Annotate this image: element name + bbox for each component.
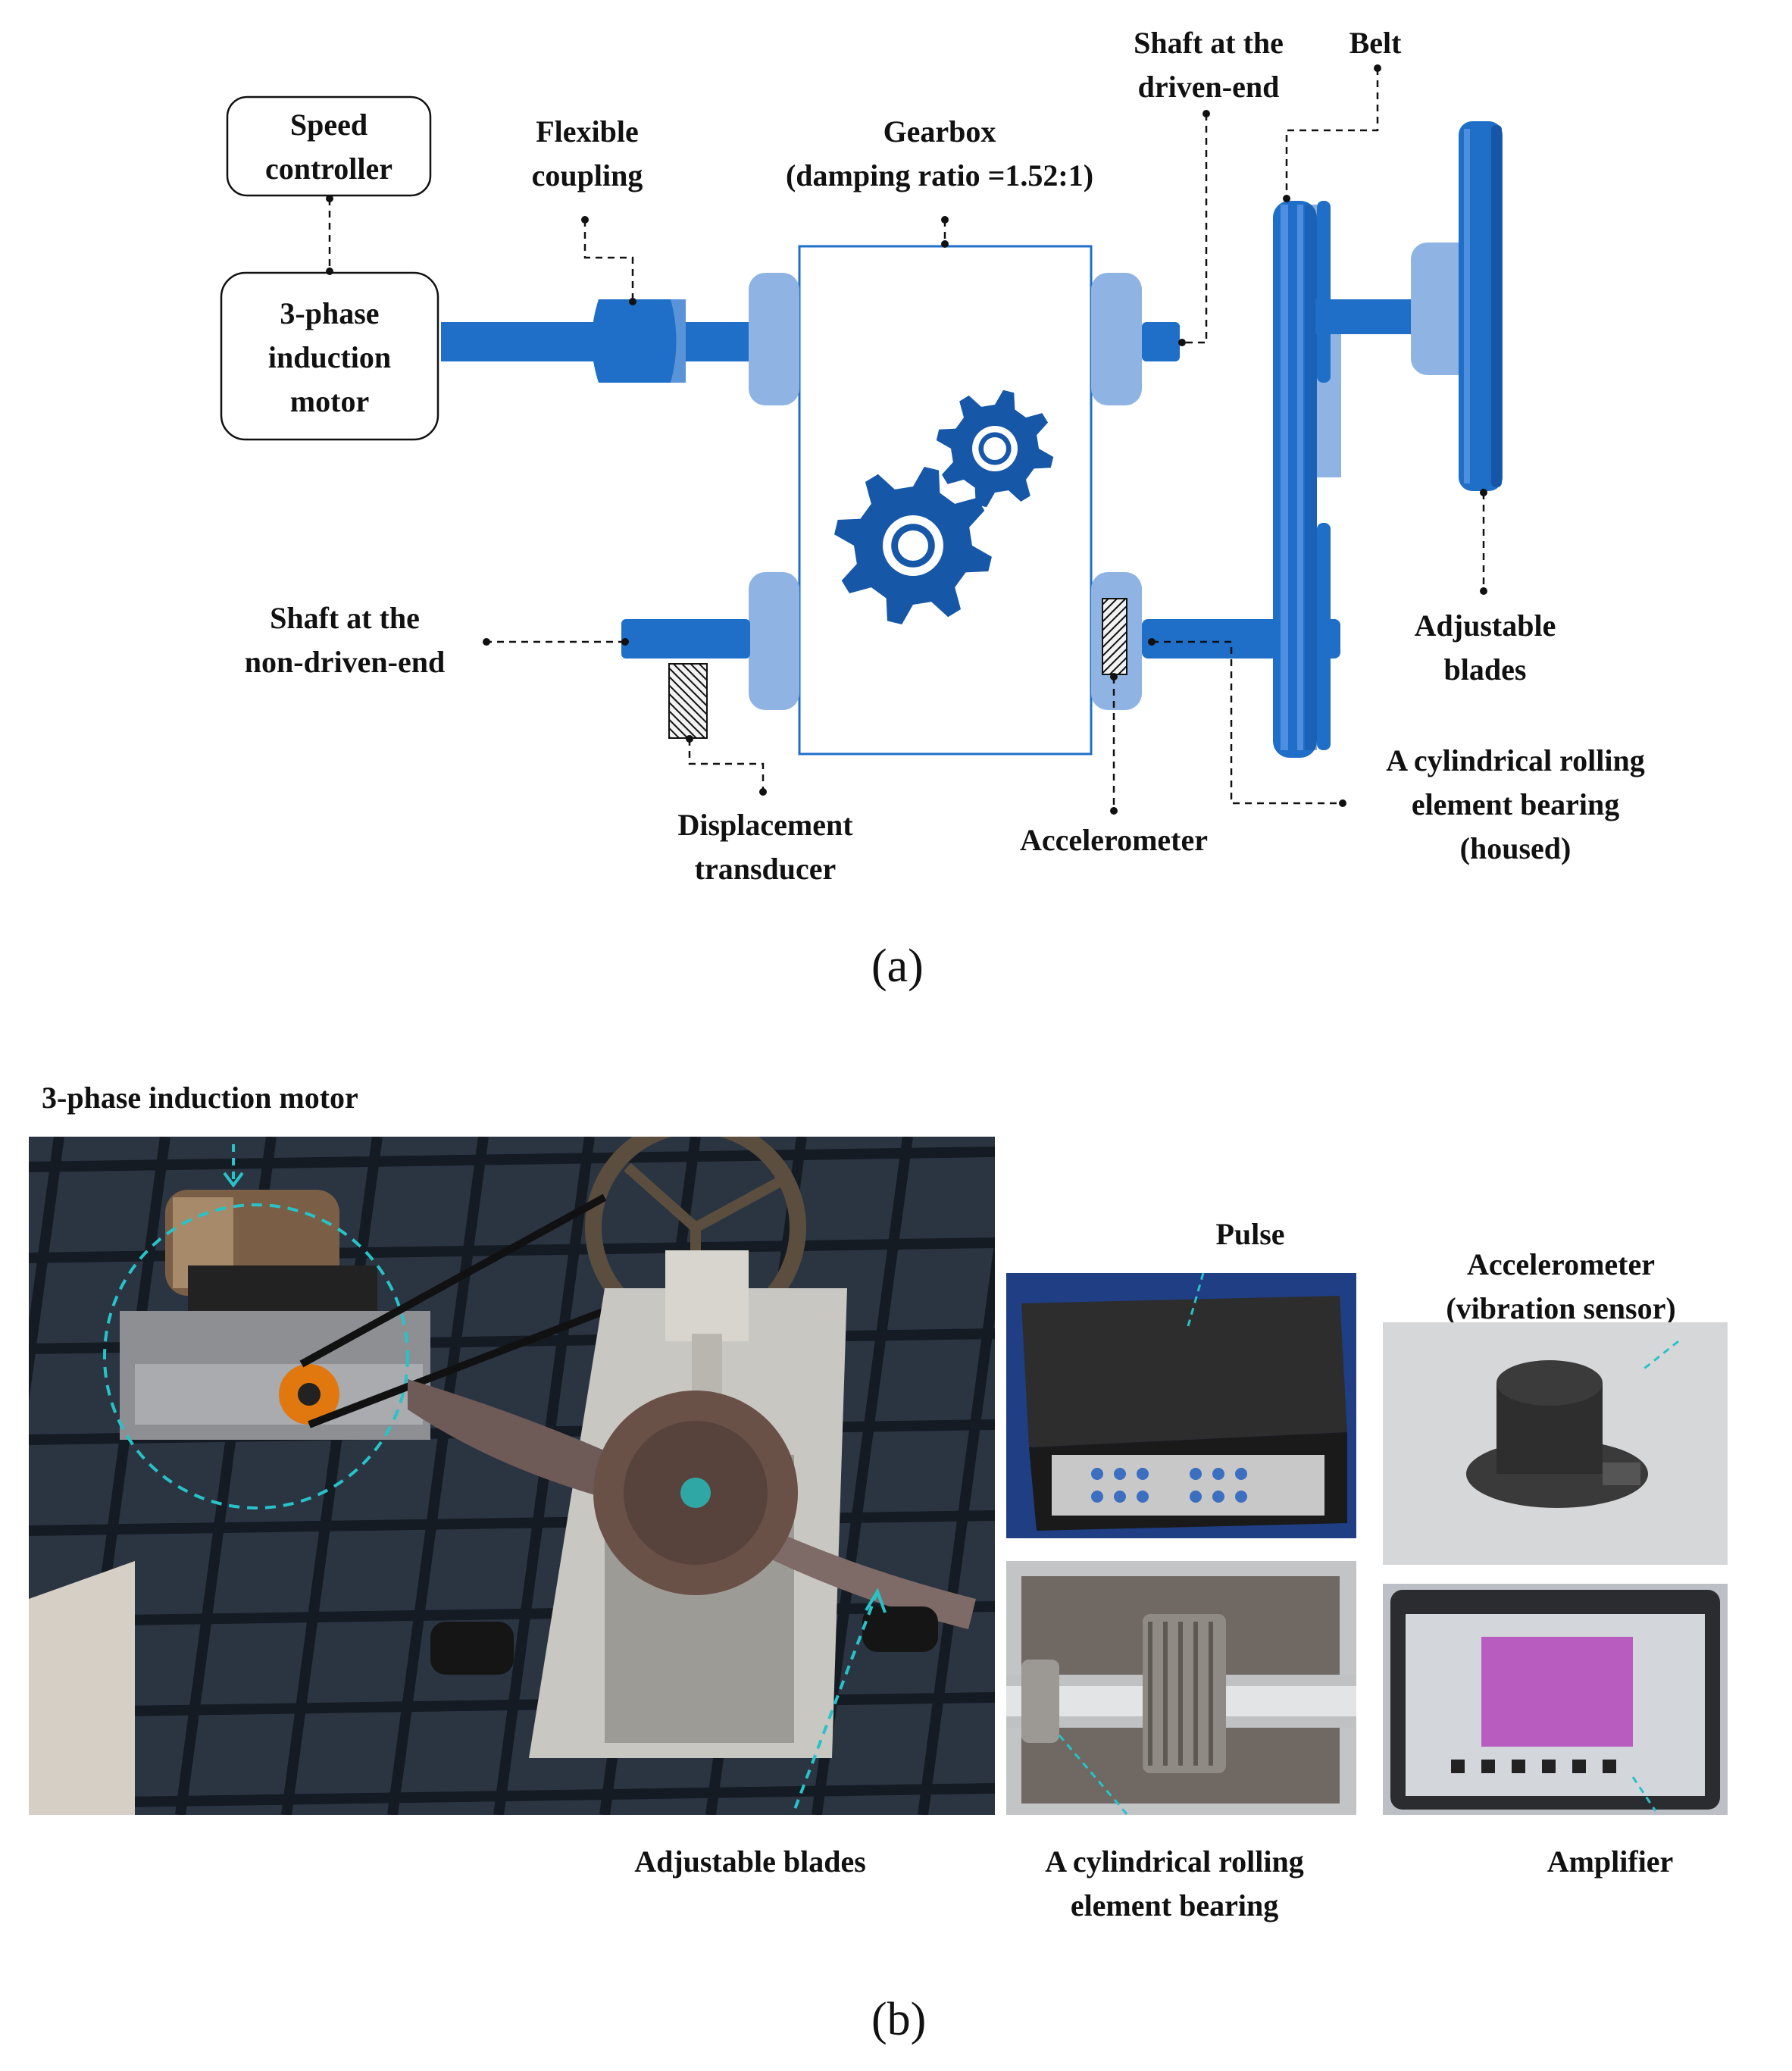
housing-bottom-left bbox=[749, 572, 799, 710]
motor-highlight-circle bbox=[103, 1203, 409, 1509]
label-accelerometer-a: Accelerometer bbox=[1020, 823, 1208, 857]
amplifier-photo bbox=[1383, 1584, 1728, 1815]
schematic-diagram bbox=[220, 64, 1503, 815]
label-belt: Belt bbox=[1349, 26, 1402, 60]
label-amplifier: Amplifier bbox=[1546, 1844, 1674, 1879]
housing-top-left bbox=[749, 273, 799, 405]
belt-pulley-system bbox=[1273, 201, 1341, 758]
label-accelerometer-b: Accelerometer(vibration sensor) bbox=[1446, 1247, 1676, 1325]
bearing-photo bbox=[1006, 1561, 1356, 1815]
displacement-transducer-sensor bbox=[668, 663, 708, 739]
accelerometer-photo bbox=[1383, 1322, 1728, 1565]
label-adjustable-blades-b: Adjustable blades bbox=[634, 1844, 866, 1879]
leader-lines bbox=[328, 68, 1485, 811]
blade-shaft bbox=[1315, 299, 1411, 334]
panel-b-label: (b) bbox=[871, 1994, 927, 2045]
label-pulse: Pulse bbox=[1215, 1217, 1285, 1251]
driven-end-shaft bbox=[1142, 322, 1180, 361]
housing-top-right bbox=[1091, 273, 1142, 405]
gear-small-icon bbox=[936, 389, 1054, 508]
non-driven-end-shaft bbox=[621, 619, 750, 659]
leader-dots bbox=[326, 64, 1487, 815]
test-rig-photo bbox=[29, 1137, 995, 1815]
panel-a-label: (a) bbox=[871, 940, 924, 992]
label-motor-b: 3-phase induction motor bbox=[42, 1081, 358, 1115]
pulse-photo bbox=[1006, 1273, 1356, 1538]
accelerometer-sensor bbox=[1102, 598, 1127, 675]
adjustable-blades-disc bbox=[1459, 121, 1503, 491]
flexible-coupling bbox=[592, 299, 686, 383]
label-gearbox: Gearbox(damping ratio =1.52:1) bbox=[785, 114, 1094, 192]
gear-large-icon bbox=[834, 467, 992, 624]
